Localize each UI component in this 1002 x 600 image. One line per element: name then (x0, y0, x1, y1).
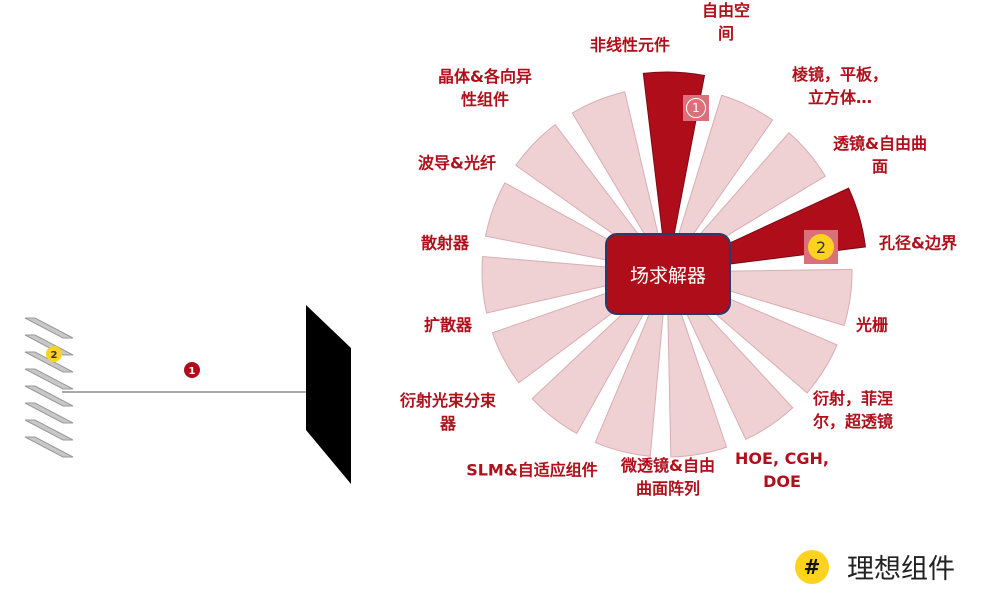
badge-1: 1 (683, 95, 709, 121)
optical-setup-diagram: 1 2 (24, 305, 351, 484)
sector-label-3: 孔径&边界 (879, 233, 957, 253)
legend: # 理想组件 (795, 547, 955, 586)
sector-label-1: 棱镜，平板，立方体… (791, 65, 889, 107)
screen-plane (306, 305, 351, 484)
sector-label-8: SLM&自适应组件 (466, 460, 598, 480)
sector-label-14: 非线性元件 (589, 35, 671, 55)
sector-label-4: 光栅 (855, 315, 889, 335)
badge-2: 2 (804, 230, 838, 264)
grating-stack (24, 317, 74, 458)
svg-text:2: 2 (51, 350, 58, 361)
sector-label-5: 衍射，菲涅尔，超透镜 (812, 389, 894, 431)
sector-label-6: HOE, CGH,DOE (735, 449, 829, 491)
marker-2-small: 2 (46, 346, 62, 362)
sector-label-13: 晶体&各向异性组件 (438, 67, 532, 109)
marker-1-small: 1 (184, 362, 200, 378)
svg-text:1: 1 (189, 366, 196, 377)
field-solver-hub: 场求解器 (605, 233, 731, 315)
sector-label-2: 透镜&自由曲面 (833, 134, 927, 176)
sector-label-9: 衍射光束分束器 (399, 391, 497, 433)
sector-label-7: 微透镜&自由曲面阵列 (621, 456, 715, 498)
legend-text: 理想组件 (847, 554, 955, 585)
legend-dot: # (795, 549, 829, 584)
sector-label-11: 散射器 (420, 233, 470, 253)
sector-label-12: 波导&光纤 (418, 153, 496, 173)
sector-label-0: 自由空间 (701, 1, 751, 43)
sector-label-10: 扩散器 (423, 315, 473, 335)
